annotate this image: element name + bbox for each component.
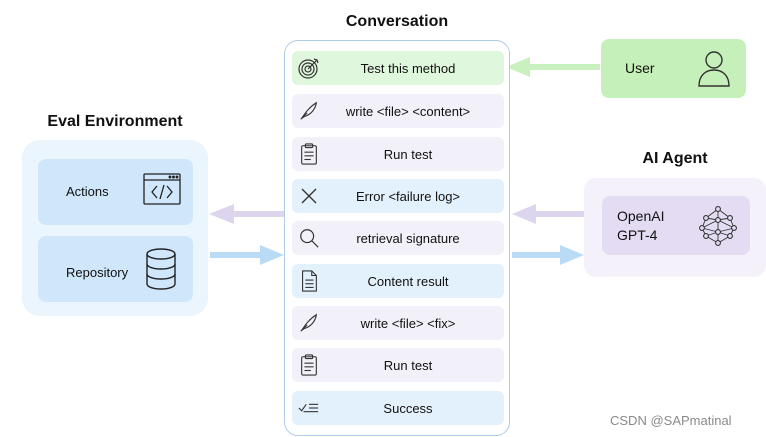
message-write-file-fix: write <file> <fix> — [292, 306, 504, 340]
user-box: User — [601, 39, 746, 98]
clipboard-icon — [292, 137, 326, 171]
message-run-test-2: Run test — [292, 348, 504, 382]
conversation-title: Conversation — [345, 13, 449, 30]
message-label: Run test — [383, 146, 433, 162]
agent-to-conversation-arrow — [512, 204, 584, 224]
message-label: Success — [383, 400, 433, 416]
conversation-to-agent-arrow — [512, 245, 584, 265]
message-content-result: Content result — [292, 264, 504, 298]
actions-label: Actions — [66, 184, 109, 199]
message-label: Content result — [367, 273, 449, 289]
message-run-test-1: Run test — [292, 137, 504, 171]
neural-network-icon — [698, 206, 738, 249]
message-label: Test this method — [360, 60, 456, 76]
magnifier-icon — [292, 221, 326, 255]
x-icon — [292, 179, 326, 213]
message-label: write <file> <content> — [345, 103, 471, 119]
target-icon — [292, 51, 326, 85]
agent-line2: GPT-4 — [617, 227, 658, 243]
check-list-icon — [292, 391, 326, 425]
user-label: User — [625, 60, 655, 76]
code-window-icon — [143, 173, 181, 208]
repository-box: Repository — [38, 236, 193, 302]
message-label: Error <failure log> — [355, 188, 461, 204]
actions-box: Actions — [38, 159, 193, 225]
message-success: Success — [292, 391, 504, 425]
message-label: retrieval signature — [356, 230, 460, 246]
repository-label: Repository — [66, 265, 129, 280]
user-icon — [696, 49, 732, 90]
message-label: Run test — [383, 357, 433, 373]
watermark: CSDN @SAPmatinal — [610, 413, 732, 428]
message-label: write <file> <fix> — [360, 315, 456, 331]
agent-line1: OpenAI — [617, 208, 665, 224]
document-icon — [292, 264, 326, 298]
eval-to-conversation-arrow — [210, 245, 284, 265]
conversation-to-eval-arrow — [209, 204, 284, 224]
quill-icon — [292, 306, 326, 340]
message-write-file-content: write <file> <content> — [292, 94, 504, 128]
quill-icon — [292, 94, 326, 128]
eval-environment-title: Eval Environment — [47, 113, 183, 130]
message-error-failure-log: Error <failure log> — [292, 179, 504, 213]
message-retrieval-signature: retrieval signature — [292, 221, 504, 255]
message-test-this-method: Test this method — [292, 51, 504, 85]
openai-gpt4-box: OpenAI GPT-4 — [602, 196, 750, 255]
database-icon — [145, 248, 177, 293]
clipboard-icon — [292, 348, 326, 382]
ai-agent-title: AI Agent — [642, 150, 708, 167]
user-to-conversation-arrow — [506, 57, 600, 77]
